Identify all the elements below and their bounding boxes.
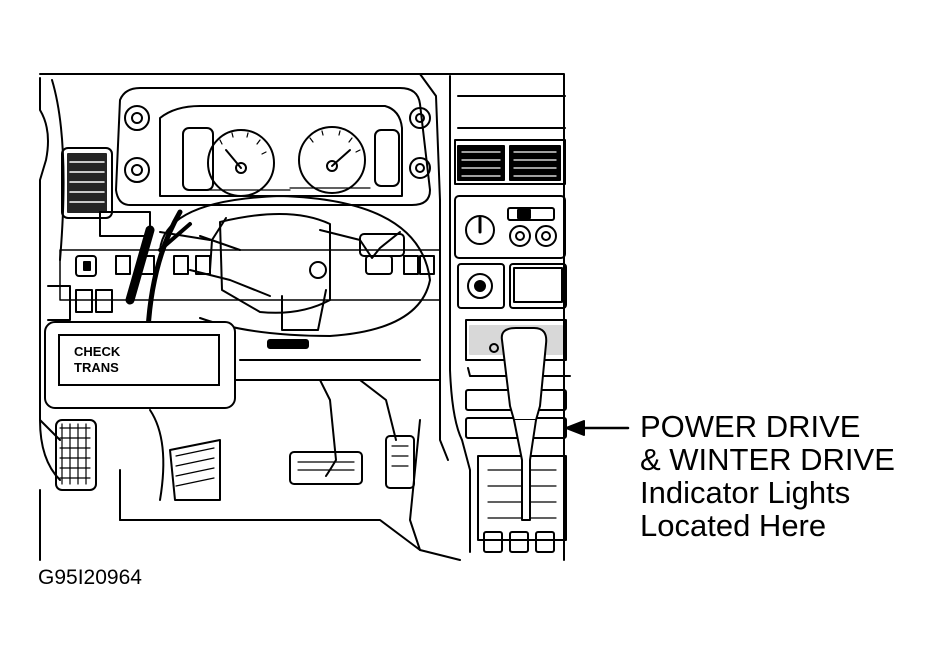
check-trans-indicator: CHECK TRANS — [58, 334, 220, 386]
left-air-vent — [61, 147, 113, 219]
callout-line-4: Located Here — [640, 508, 827, 543]
wiring-harness — [145, 209, 271, 333]
callout-line-1: POWER DRIVE — [640, 409, 861, 444]
callout-line-2: & WINTER DRIVE — [640, 442, 895, 477]
instrument-cluster — [115, 87, 431, 206]
windshield-edge — [39, 73, 565, 561]
floor-lines — [119, 379, 461, 561]
indicator-label-line-1: CHECK — [74, 344, 121, 359]
figure-id: G95I20964 — [38, 566, 142, 589]
left-door-panel — [39, 77, 97, 561]
callout-arrow — [565, 420, 630, 436]
indicator-label-line-2: TRANS — [74, 360, 119, 375]
callout-line-3: Indicator Lights — [640, 475, 851, 510]
steering-wheel — [159, 195, 431, 337]
gear-shifter — [489, 327, 548, 521]
center-console — [449, 75, 571, 553]
callout-label: POWER DRIVE & WINTER DRIVE Indicator Lig… — [640, 410, 895, 542]
pedals — [289, 379, 415, 489]
